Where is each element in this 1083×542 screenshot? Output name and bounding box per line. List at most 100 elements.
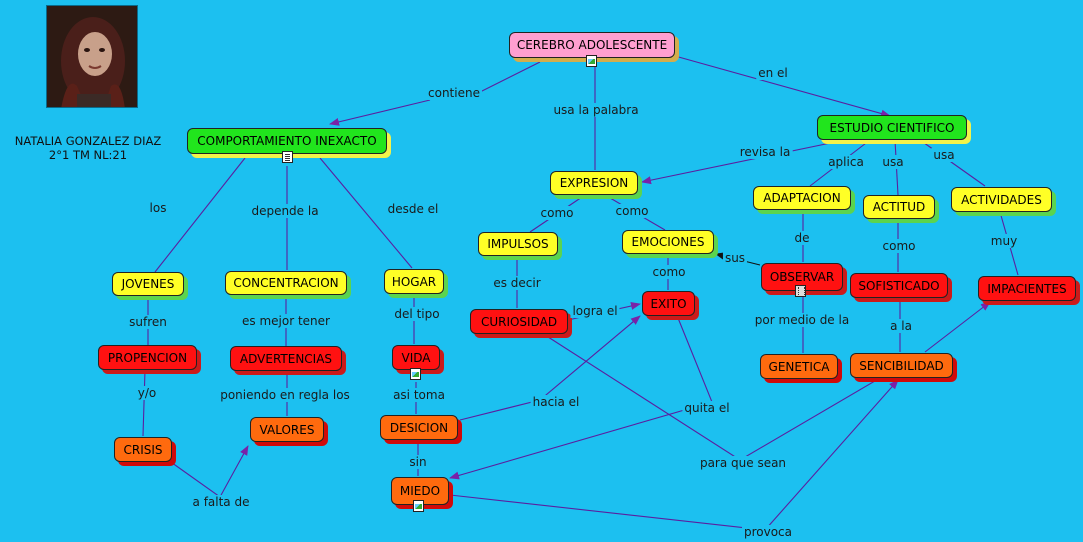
link-label: poniendo en regla los bbox=[218, 388, 352, 402]
link-label: como bbox=[613, 204, 651, 218]
node-estudio-cientifico[interactable]: ESTUDIO CIENTIFICO bbox=[817, 115, 967, 140]
link-label: es mejor tener bbox=[240, 314, 332, 328]
node-concentracion[interactable]: CONCENTRACION bbox=[225, 271, 347, 295]
node-label: CEREBRO ADOLESCENTE bbox=[516, 38, 668, 52]
node-cerebro-adolescente[interactable]: CEREBRO ADOLESCENTE bbox=[509, 32, 675, 58]
node-label: MIEDO bbox=[399, 484, 441, 498]
link-label: aplica bbox=[826, 155, 866, 169]
node-label: OBSERVAR bbox=[769, 270, 835, 284]
node-sofisticado[interactable]: SOFISTICADO bbox=[850, 273, 948, 298]
link-label: depende la bbox=[249, 204, 321, 218]
link-label: revisa la bbox=[737, 145, 793, 159]
node-label: EXPRESION bbox=[559, 176, 629, 190]
node-label: VIDA bbox=[401, 350, 431, 365]
node-desicion[interactable]: DESICION bbox=[380, 415, 458, 440]
node-label: SOFISTICADO bbox=[858, 278, 940, 293]
node-label: GENETICA bbox=[768, 359, 830, 374]
video-icon[interactable] bbox=[795, 285, 806, 297]
node-label: EXITO bbox=[650, 296, 687, 311]
link-label: de bbox=[792, 231, 812, 245]
node-advertencias[interactable]: ADVERTENCIAS bbox=[230, 346, 342, 371]
node-adaptacion[interactable]: ADAPTACION bbox=[753, 186, 851, 210]
node-label: PROPENCION bbox=[107, 350, 188, 365]
link-label: como bbox=[538, 206, 576, 220]
link-label: y/o bbox=[135, 386, 159, 400]
node-label: CONCENTRACION bbox=[233, 276, 339, 290]
node-curiosidad[interactable]: CURIOSIDAD bbox=[470, 309, 568, 334]
node-label: ADAPTACION bbox=[763, 191, 841, 205]
node-actitud[interactable]: ACTITUD bbox=[863, 195, 935, 219]
portrait-image bbox=[47, 6, 137, 107]
node-sencibilidad[interactable]: SENCIBILIDAD bbox=[850, 353, 953, 378]
node-expresion[interactable]: EXPRESION bbox=[550, 171, 638, 195]
author-name: NATALIA GONZALEZ DIAZ bbox=[14, 134, 162, 148]
link-label: como bbox=[880, 239, 918, 253]
link-label: a la bbox=[888, 319, 914, 333]
link-label: sufren bbox=[127, 315, 169, 329]
link-label: usa la palabra bbox=[551, 103, 641, 117]
author-group: 2°1 TM NL:21 bbox=[48, 148, 128, 162]
node-vida[interactable]: VIDA bbox=[392, 345, 440, 370]
link-contiene-b bbox=[329, 99, 431, 126]
link-label: logra el bbox=[570, 304, 620, 318]
node-actividades[interactable]: ACTIVIDADES bbox=[951, 187, 1052, 212]
node-label: SENCIBILIDAD bbox=[859, 358, 944, 373]
node-crisis[interactable]: CRISIS bbox=[114, 437, 172, 462]
node-label: IMPACIENTES bbox=[987, 281, 1067, 296]
link-label: asi toma bbox=[391, 388, 447, 402]
node-impulsos[interactable]: IMPULSOS bbox=[478, 232, 558, 256]
image-icon[interactable] bbox=[413, 500, 424, 512]
link-los bbox=[154, 157, 246, 273]
node-label: CURIOSIDAD bbox=[480, 314, 558, 329]
link-label: los bbox=[147, 201, 169, 215]
link-label: provoca bbox=[741, 525, 795, 539]
image-icon[interactable] bbox=[586, 55, 597, 67]
node-label: VALORES bbox=[259, 422, 315, 437]
document-icon[interactable] bbox=[282, 151, 293, 163]
link-provoca bbox=[449, 379, 899, 531]
node-valores[interactable]: VALORES bbox=[250, 417, 324, 442]
author-photo bbox=[46, 5, 138, 108]
node-jovenes[interactable]: JOVENES bbox=[112, 272, 184, 296]
link-label: en el bbox=[756, 66, 790, 80]
link-label: a falta de bbox=[190, 495, 252, 509]
link-usa2 bbox=[919, 139, 986, 187]
node-hogar[interactable]: HOGAR bbox=[384, 269, 444, 294]
node-propencion[interactable]: PROPENCION bbox=[98, 345, 197, 370]
link-contiene bbox=[479, 61, 541, 93]
link-label: sin bbox=[407, 455, 429, 469]
link-revisa-la bbox=[641, 139, 846, 185]
node-label: ACTITUD bbox=[872, 200, 926, 214]
node-label: JOVENES bbox=[121, 277, 175, 291]
link-label: para que sean bbox=[697, 456, 789, 470]
node-label: CRISIS bbox=[123, 442, 163, 457]
link-a-falta bbox=[167, 445, 249, 498]
link-label: usa bbox=[880, 155, 906, 169]
node-label: COMPORTAMIENTO INEXACTO bbox=[197, 134, 377, 148]
link-label: muy bbox=[988, 234, 1020, 248]
link-desde bbox=[319, 157, 413, 269]
link-label: del tipo bbox=[392, 307, 442, 321]
link-label: contiene bbox=[426, 86, 482, 100]
node-impacientes[interactable]: IMPACIENTES bbox=[978, 276, 1076, 301]
image-icon[interactable] bbox=[410, 368, 421, 380]
node-label: IMPULSOS bbox=[487, 237, 549, 251]
link-sens-impac bbox=[924, 301, 991, 353]
link-label: sus bbox=[722, 251, 748, 265]
link-en-el bbox=[674, 55, 891, 118]
node-label: EMOCIONES bbox=[631, 235, 705, 249]
link-y-o bbox=[142, 369, 146, 437]
link-label: por medio de la bbox=[752, 313, 852, 327]
author-info: NATALIA GONZALEZ DIAZ 2°1 TM NL:21 bbox=[8, 134, 168, 162]
node-label: ACTIVIDADES bbox=[961, 192, 1042, 207]
link-label: quita el bbox=[682, 401, 732, 415]
node-label: ESTUDIO CIENTIFICO bbox=[829, 120, 955, 135]
link-label: desde el bbox=[385, 202, 441, 216]
node-label: ADVERTENCIAS bbox=[239, 351, 333, 366]
link-label: usa bbox=[931, 148, 957, 162]
node-exito[interactable]: EXITO bbox=[642, 291, 695, 316]
node-emociones[interactable]: EMOCIONES bbox=[622, 230, 714, 254]
node-label: DESICION bbox=[389, 420, 449, 435]
node-genetica[interactable]: GENETICA bbox=[760, 354, 838, 379]
